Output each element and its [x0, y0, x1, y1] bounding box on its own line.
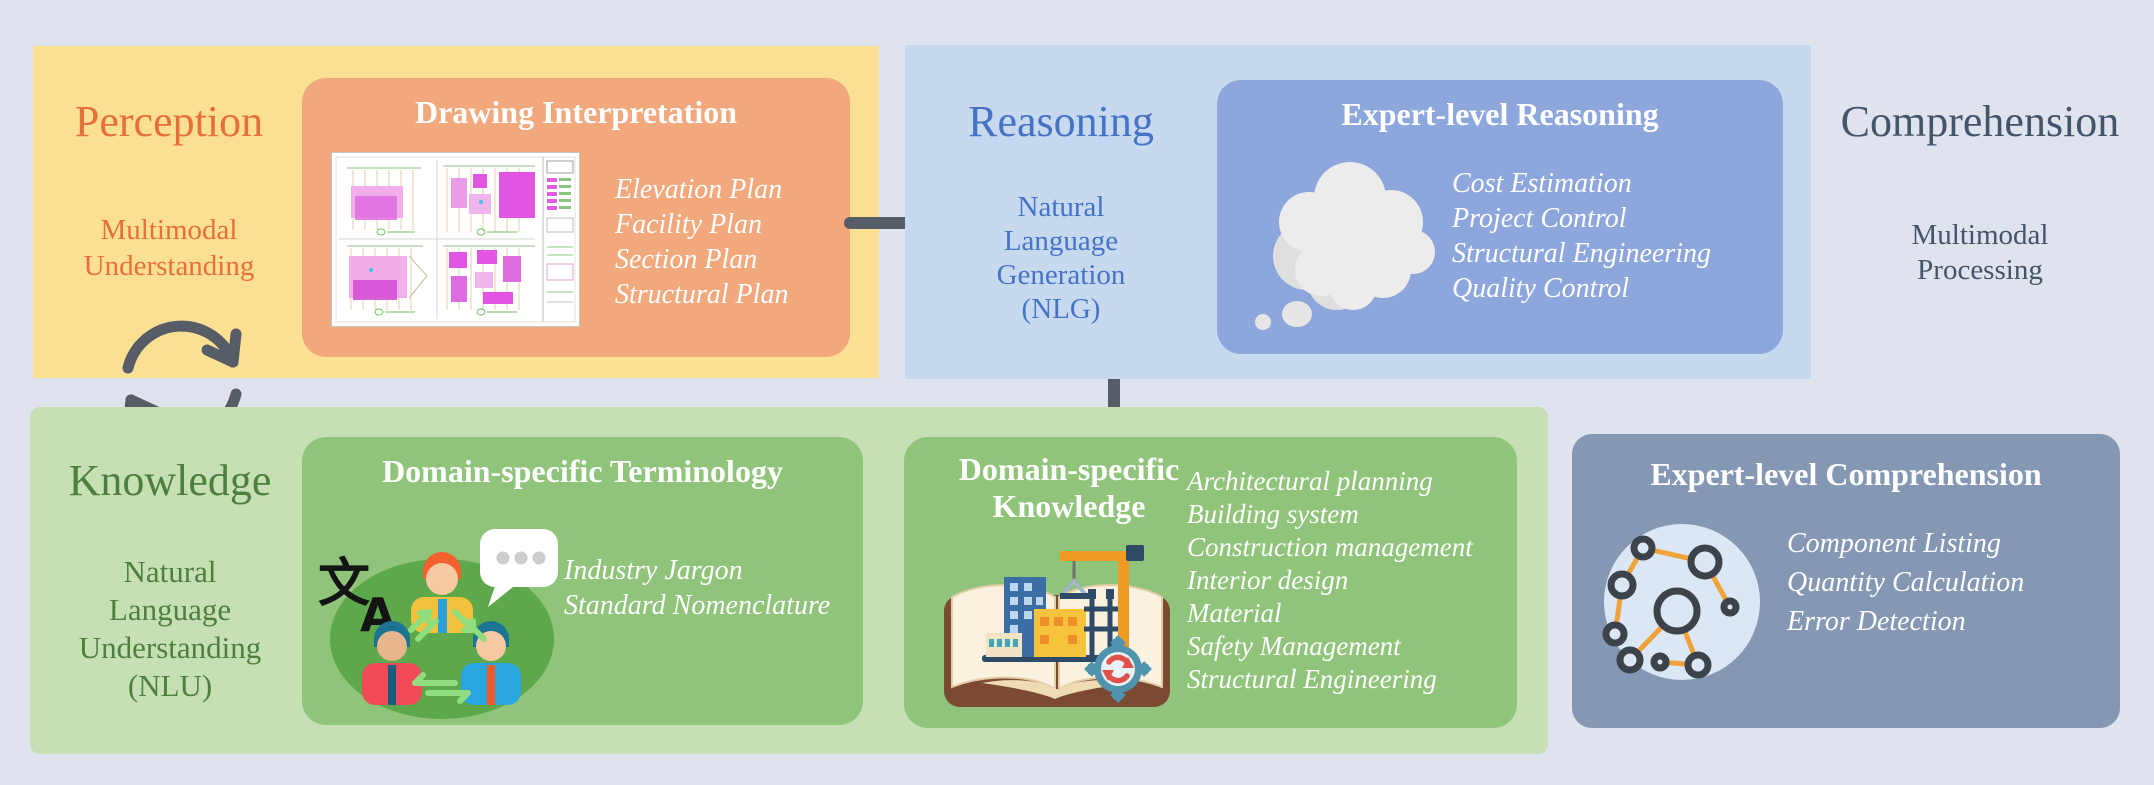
- list-item: Error Detection: [1787, 606, 1966, 637]
- drawing-interpretation-card: Drawing Interpretation: [302, 78, 850, 357]
- domain-terminology-title: Domain-specific Terminology: [382, 453, 783, 489]
- list-item: Section Plan: [615, 244, 758, 275]
- cad-q3: [347, 245, 428, 316]
- cad-floor-plans-image: [331, 152, 580, 327]
- cad-q1: [347, 167, 421, 236]
- cad-title-block: [546, 160, 574, 303]
- list-item: Material: [1187, 598, 1282, 628]
- expert-level-comprehension-title: Expert-level Comprehension: [1650, 456, 2042, 492]
- list-item: Cost Estimation: [1452, 168, 1632, 199]
- cad-q2: [443, 165, 535, 236]
- list-item: Interior design: [1187, 565, 1349, 595]
- list-item: Structural Engineering: [1187, 664, 1437, 694]
- open-book-construction-icon: [944, 545, 1170, 707]
- cad-q4: [443, 245, 535, 316]
- drawing-interpretation-title: Drawing Interpretation: [414, 94, 738, 130]
- list-item: Building system: [1187, 499, 1359, 529]
- thought-cloud-icon: [1255, 162, 1435, 330]
- perception-title: Perception: [74, 97, 264, 146]
- list-item: Project Control: [1452, 203, 1627, 234]
- list-item: Elevation Plan: [615, 174, 783, 205]
- domain-knowledge-card: Domain-specific Knowledge: [904, 437, 1517, 728]
- svg-text:文: 文: [318, 554, 370, 614]
- list-item: Industry Jargon: [564, 555, 743, 586]
- reasoning-title: Reasoning: [968, 97, 1154, 146]
- expert-level-reasoning-title: Expert-level Reasoning: [1341, 96, 1659, 132]
- perception-subtitle: Multimodal Understanding: [83, 214, 255, 282]
- reasoning-subtitle: Natural Language Generation (NLG): [996, 191, 1126, 325]
- drawing-interpretation-list: Elevation Plan Facility Plan Section Pla…: [615, 172, 788, 312]
- list-item: Construction management: [1187, 532, 1473, 562]
- list-item: Safety Management: [1187, 631, 1401, 661]
- list-item: Facility Plan: [615, 209, 762, 240]
- expert-level-comprehension-card: Expert-level Comprehension: [1572, 434, 2120, 728]
- domain-terminology-card: Domain-specific Terminology 文 A: [302, 437, 863, 725]
- expert-level-reasoning-card: Expert-level Reasoning Cost Estimation: [1217, 80, 1783, 354]
- list-item: Structural Plan: [615, 279, 789, 310]
- knowledge-title: Knowledge: [68, 456, 272, 505]
- translation-people-icon: 文 A: [318, 529, 558, 719]
- domain-knowledge-title: Domain-specific Knowledge: [958, 451, 1180, 524]
- list-item: Structural Engineering: [1452, 238, 1711, 269]
- knowledge-subtitle: Natural Language Understanding (NLU): [78, 554, 262, 703]
- domain-terminology-list: Industry Jargon Standard Nomenclature: [564, 553, 830, 623]
- comprehension-title: Comprehension: [1840, 97, 2120, 146]
- list-item: Quality Control: [1452, 273, 1630, 304]
- network-graph-icon: [1602, 524, 1760, 680]
- comprehension-subtitle: Multimodal Processing: [1911, 219, 2049, 286]
- list-item: Quantity Calculation: [1787, 567, 2025, 598]
- domain-knowledge-list: Architectural planning Building system C…: [1187, 465, 1473, 696]
- expert-level-comprehension-list: Component Listing Quantity Calculation E…: [1787, 524, 2024, 641]
- list-item: Standard Nomenclature: [564, 590, 831, 621]
- expert-level-reasoning-list: Cost Estimation Project Control Structur…: [1452, 166, 1711, 306]
- list-item: Architectural planning: [1187, 466, 1433, 496]
- list-item: Component Listing: [1787, 528, 2001, 559]
